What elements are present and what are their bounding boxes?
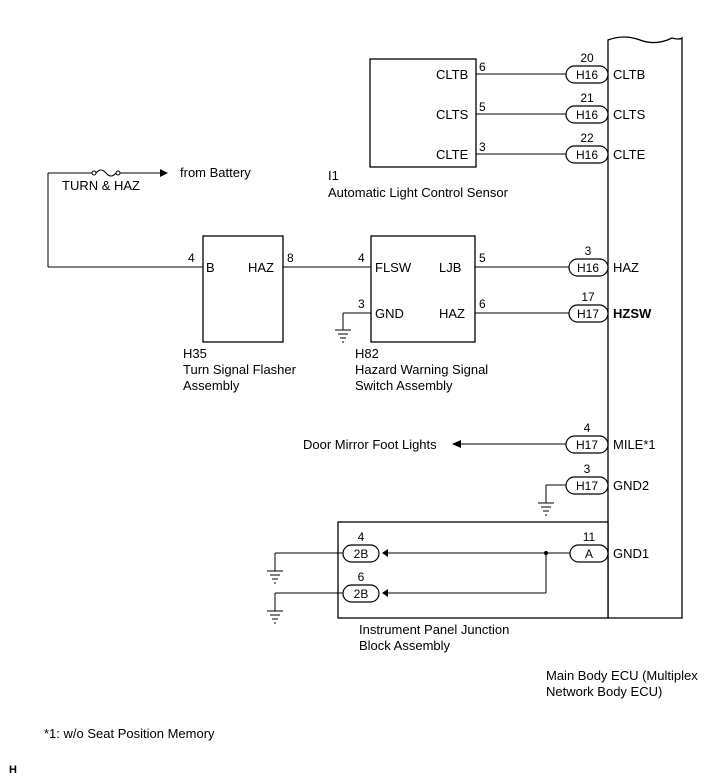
turn-signal-flasher: 4 B HAZ 8 H35 Turn Signal Flasher Assemb… (183, 235, 297, 393)
connector-pin-number: 17 (581, 290, 595, 304)
ecu-terminal-cltb: CLTB (613, 67, 645, 82)
connector-a-11: A 11 GND1 (569, 530, 649, 563)
flasher-pin-8: 8 (287, 251, 294, 265)
switch-name-line2: Switch Assembly (355, 378, 453, 393)
ecu-terminal-hzsw: HZSW (613, 306, 652, 321)
ecu-terminal-clts: CLTS (613, 107, 646, 122)
door-mirror-label: Door Mirror Foot Lights (303, 437, 437, 452)
light-control-sensor: CLTB CLTS CLTE 6 5 3 I1 Automatic Light … (328, 58, 509, 200)
junction-block-name-line1: Instrument Panel Junction (359, 622, 509, 637)
connector-label: A (585, 547, 593, 561)
switch-name-line1: Hazard Warning Signal (355, 362, 488, 377)
connector-pin-number: 20 (580, 51, 594, 65)
connector-h17-3: H17 3 GND2 (565, 462, 649, 495)
connector-h16-20: H16 20 CLTB (565, 51, 645, 84)
switch-pin-5: 5 (479, 251, 486, 265)
arrow-left-icon (452, 440, 461, 448)
switch-label-ljb: LJB (439, 260, 461, 275)
switch-label-gnd: GND (375, 306, 404, 321)
connector-label: H16 (576, 108, 598, 122)
connector-label: H17 (577, 307, 599, 321)
connector-label: H17 (576, 438, 598, 452)
gnd2-ground-icon (538, 484, 566, 516)
connector-pin-number: 4 (358, 530, 365, 544)
ecu-terminal-mile: MILE*1 (613, 437, 656, 452)
ground-icon-2b-6 (267, 592, 343, 624)
flasher-name-line2: Assembly (183, 378, 240, 393)
connector-label: H16 (576, 68, 598, 82)
sensor-pin-number-6: 6 (479, 60, 486, 74)
corner-mark: H (9, 764, 17, 776)
instrument-panel-junction-block: Instrument Panel Junction Block Assembly (337, 521, 609, 653)
sensor-pin-label-cltb: CLTB (436, 67, 468, 82)
switch-ground-icon (335, 312, 371, 343)
switch-pin-3: 3 (358, 297, 365, 311)
flasher-code: H35 (183, 346, 207, 361)
ecu-terminal-haz: HAZ (613, 260, 639, 275)
switch-pin-4: 4 (358, 251, 365, 265)
fuse-turn-haz: from Battery TURN & HAZ (48, 165, 251, 193)
terminal-icon (382, 549, 388, 557)
connector-pin-number: 22 (580, 131, 594, 145)
flasher-label-b: B (206, 260, 215, 275)
sensor-pin-number-5: 5 (479, 100, 486, 114)
sensor-name: Automatic Light Control Sensor (328, 185, 509, 200)
terminal-icon (382, 589, 388, 597)
from-battery-label: from Battery (180, 165, 251, 180)
switch-label-haz: HAZ (439, 306, 465, 321)
connector-label: 2B (354, 587, 369, 601)
door-mirror-output: Door Mirror Foot Lights (303, 437, 566, 452)
sensor-pin-number-3: 3 (479, 140, 486, 154)
sensor-pin-label-clts: CLTS (436, 107, 469, 122)
ecu-terminal-clte: CLTE (613, 147, 646, 162)
connector-label: H17 (576, 479, 598, 493)
connector-pin-number: 6 (358, 570, 365, 584)
connector-h16-21: H16 21 CLTS (565, 91, 646, 124)
sensor-box (369, 58, 477, 168)
main-body-ecu: Main Body ECU (Multiplex Network Body EC… (546, 36, 698, 699)
connector-label: H16 (577, 261, 599, 275)
connector-pin-number: 3 (584, 462, 591, 476)
connector-pin-number: 21 (580, 91, 594, 105)
battery-arrow-icon (160, 169, 168, 177)
connector-h16-3: H16 3 HAZ (568, 244, 639, 277)
switch-label-flsw: FLSW (375, 260, 412, 275)
connector-h17-4: H17 4 MILE*1 (565, 421, 656, 454)
connector-label: 2B (354, 547, 369, 561)
ecu-name-line1: Main Body ECU (Multiplex (546, 668, 698, 683)
hazard-warning-switch: 4 FLSW LJB 5 3 GND HAZ 6 H82 Hazard Warn… (355, 235, 488, 393)
ecu-name-line2: Network Body ECU) (546, 684, 662, 699)
ecu-terminal-gnd2: GND2 (613, 478, 649, 493)
flasher-pin-4: 4 (188, 251, 195, 265)
connector-pin-number: 3 (585, 244, 592, 258)
flasher-label-haz: HAZ (248, 260, 274, 275)
ground-icon-2b-4 (267, 552, 343, 584)
fuse-name: TURN & HAZ (62, 178, 140, 193)
sensor-pin-label-clte: CLTE (436, 147, 469, 162)
footnote: *1: w/o Seat Position Memory (44, 726, 215, 741)
connector-h16-22: H16 22 CLTE (565, 131, 646, 164)
connector-pin-number: 4 (584, 421, 591, 435)
connector-2b-4: 2B 4 (342, 530, 388, 563)
sensor-code: I1 (328, 168, 339, 183)
flasher-name-line1: Turn Signal Flasher (183, 362, 297, 377)
connector-label: H16 (576, 148, 598, 162)
switch-pin-6: 6 (479, 297, 486, 311)
connector-pin-number: 11 (583, 530, 596, 544)
ecu-terminal-gnd1: GND1 (613, 546, 649, 561)
switch-code: H82 (355, 346, 379, 361)
junction-block-name-line2: Block Assembly (359, 638, 451, 653)
connector-h17-17: H17 17 HZSW (568, 290, 652, 323)
